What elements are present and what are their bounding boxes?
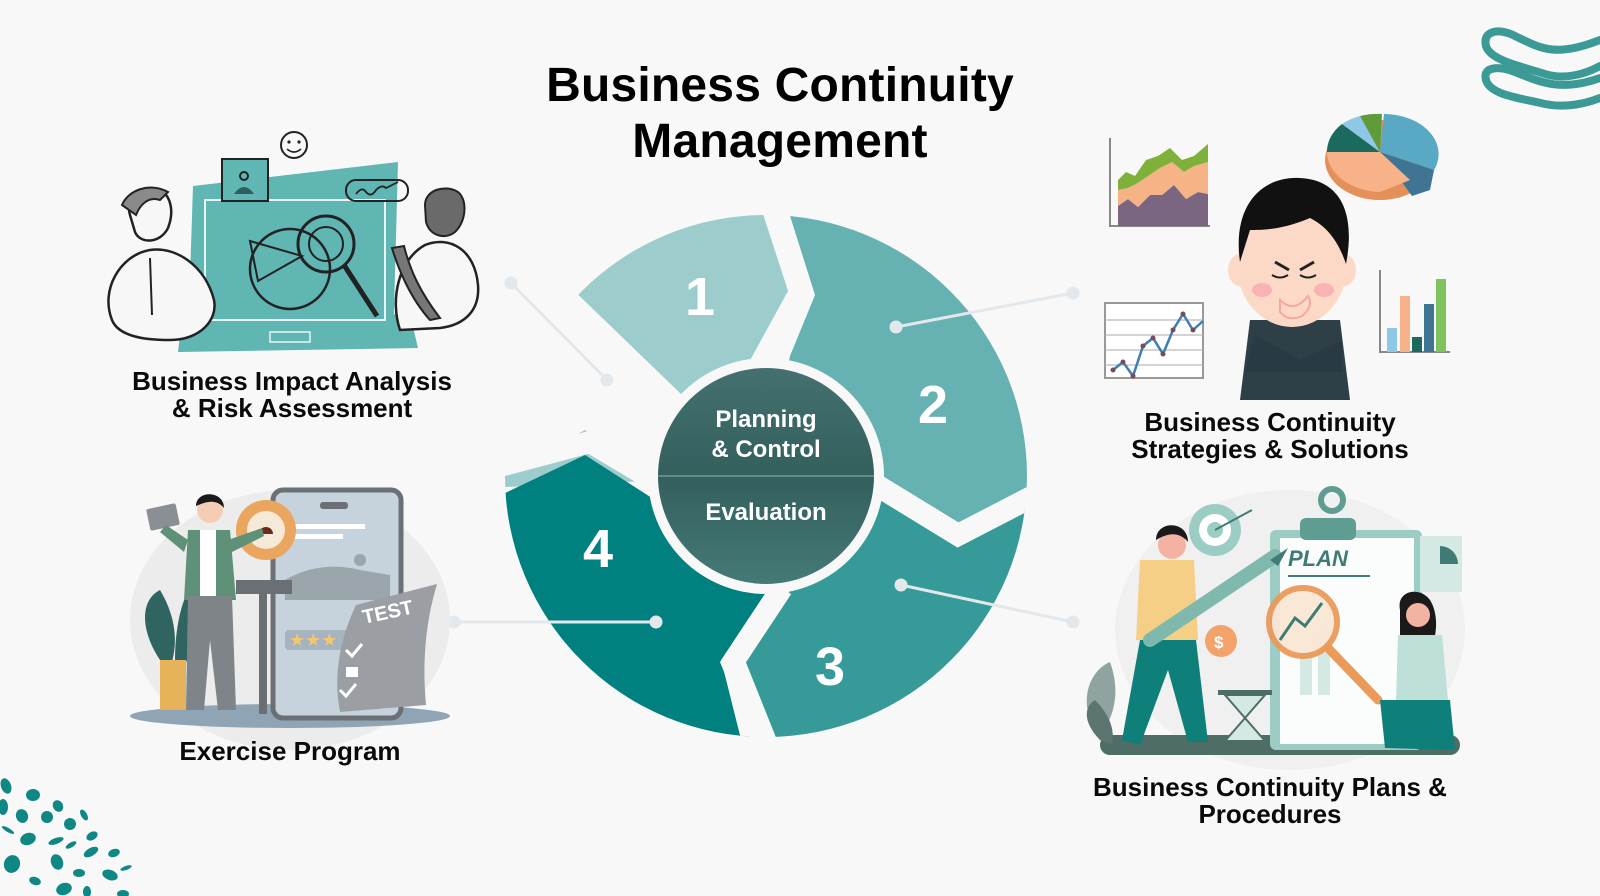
man-with-pencil — [1122, 525, 1288, 745]
connector-1 — [509, 281, 609, 382]
segment-number-1: 1 — [684, 267, 716, 327]
smile-icon — [280, 131, 308, 159]
step-2-line-2: Strategies & Solutions — [1131, 434, 1409, 464]
trend-badge-icon — [345, 179, 409, 202]
connector-3-dot — [894, 578, 908, 592]
step-label-1: Business Impact Analysis & Risk Assessme… — [92, 368, 492, 422]
plan-board-text: PLAN — [1288, 546, 1349, 571]
step-label-2: Business Continuity Strategies & Solutio… — [1070, 409, 1470, 463]
connector-1-end — [504, 276, 518, 290]
thinking-man — [1228, 177, 1356, 400]
segment-number-4: 4 — [582, 519, 614, 579]
step-1-line-1: Business Impact Analysis — [132, 366, 452, 396]
wave-decoration-icon — [1481, 27, 1600, 110]
segment-number-2: 2 — [917, 375, 949, 435]
connector-2 — [895, 291, 1074, 329]
connector-3 — [900, 583, 1074, 624]
dots-decoration-icon — [0, 778, 132, 896]
svg-text:$: $ — [1214, 633, 1224, 652]
connector-3-end — [1066, 615, 1080, 629]
step-3-line-1: Business Continuity Plans & — [1093, 772, 1447, 802]
step-label-4: Exercise Program — [140, 738, 440, 765]
connector-1-dot — [600, 373, 614, 387]
coin-icon — [1205, 625, 1237, 657]
pie-chart-icon — [248, 227, 332, 311]
hub-planning-control: Planning & Control — [666, 405, 866, 465]
hub-top-line-1: Planning — [715, 406, 817, 433]
woman-with-magnifier — [1380, 591, 1455, 750]
hourglass-icon — [1222, 694, 1268, 742]
presenter-person — [146, 494, 264, 710]
title-line-2: Management — [632, 115, 928, 168]
strategies-illustration — [1104, 113, 1450, 400]
connector-4-end — [447, 615, 461, 629]
connector-2-end — [1066, 286, 1080, 300]
step-1-line-2: & Risk Assessment — [171, 393, 413, 423]
connector-2-dot — [889, 320, 903, 334]
impact-analysis-illustration — [107, 131, 480, 352]
segment-number-3: 3 — [814, 637, 846, 697]
step-4-line-1: Exercise Program — [179, 736, 401, 766]
exercise-program-illustration: ★★★ TEST — [130, 487, 450, 750]
test-sheet: TEST — [337, 584, 437, 712]
title-line-1: Business Continuity — [546, 59, 1014, 112]
plans-procedures-illustration: PLAN $ — [1086, 486, 1465, 770]
bar-chart-icon — [1379, 270, 1450, 353]
hub-top-line-2: & Control — [711, 436, 821, 463]
line-chart-icon — [1104, 302, 1204, 379]
step-2-line-1: Business Continuity — [1144, 407, 1396, 437]
pie-3d-chart-icon — [1325, 113, 1439, 200]
area-chart-icon — [1109, 138, 1210, 227]
hub-evaluation: Evaluation — [705, 499, 827, 526]
rating-stars-icon: ★★★ — [289, 630, 337, 650]
step-3-line-2: Procedures — [1198, 799, 1342, 829]
step-label-3: Business Continuity Plans & Procedures — [1060, 774, 1480, 828]
page-title: Business Continuity Management — [480, 58, 1080, 170]
magnifier-icon — [296, 214, 356, 274]
connector-4-dot — [649, 615, 663, 629]
